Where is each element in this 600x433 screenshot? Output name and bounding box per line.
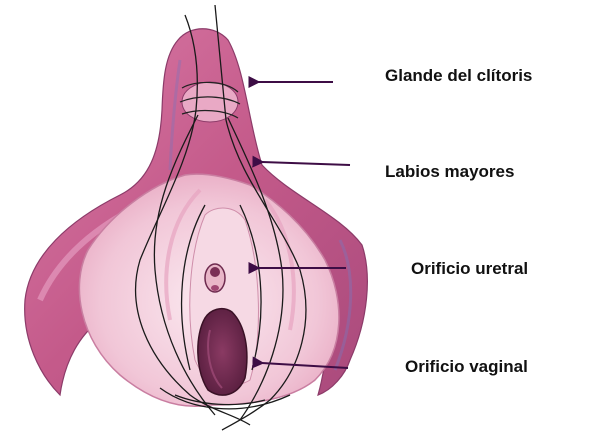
arrow-labia (262, 162, 350, 165)
label-vaginal: Orificio vaginal (405, 357, 528, 377)
label-glans: Glande del clítoris (385, 66, 532, 86)
vaginal-opening (198, 309, 247, 395)
urethral-opening (205, 264, 225, 292)
label-labia: Labios mayores (385, 162, 514, 182)
label-urethral: Orificio uretral (411, 259, 528, 279)
